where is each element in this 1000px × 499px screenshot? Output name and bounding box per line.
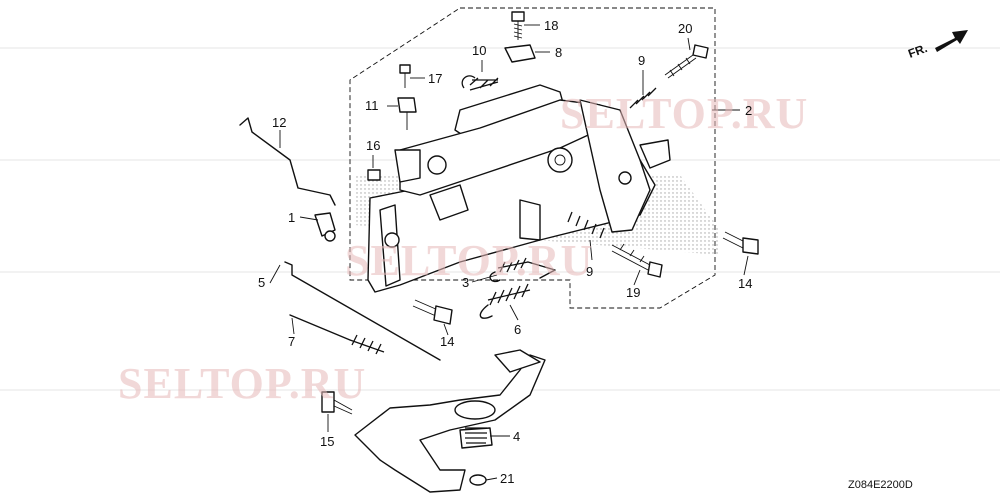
springs [289,75,657,444]
spring-9-lower [567,211,605,239]
spring-4 [465,427,487,444]
callout-9-upper: 9 [638,53,645,68]
watermark-text: SELTOP.RU [560,89,808,138]
nut-16 [367,169,381,181]
front-direction-indicator: FR. [906,30,968,61]
callout-5: 5 [258,275,265,290]
spring-6 [479,283,531,319]
callout-6: 6 [514,322,521,337]
callout-3: 3 [462,275,469,290]
callout-14-right: 14 [738,276,752,291]
diagram-code: Z084E2200D [848,479,913,491]
bolts [314,11,759,486]
callout-1: 1 [288,210,295,225]
nut-11 [397,97,417,130]
bolt-17 [399,64,411,88]
callout-7: 7 [288,334,295,349]
watermark-text: SELTOP.RU [345,236,593,285]
callout-8: 8 [555,45,562,60]
callout-4: 4 [513,429,520,444]
spring-7 [289,314,385,355]
callout-17: 17 [428,71,442,86]
callout-16: 16 [366,138,380,153]
spring-9-upper [629,87,657,109]
control-base-bracket [367,84,671,293]
leader-lines [269,24,749,481]
callout-20: 20 [678,21,692,36]
callout-19: 19 [626,285,640,300]
bolt-20 [664,44,709,79]
bolt-14-right [722,231,759,255]
rod-5 [284,261,441,361]
front-arrow-icon [935,30,968,52]
callout-11: 11 [365,98,379,113]
rod-12 [239,117,336,206]
callout-18: 18 [544,18,558,33]
callout-12: 12 [272,115,286,130]
rods [239,117,441,361]
clip-8 [504,44,536,63]
callout-14-left: 14 [440,334,454,349]
callout-labels: 2 1 3 4 5 6 7 8 9 9 10 11 12 14 14 15 16… [258,18,752,486]
watermarks: SELTOP.RU SELTOP.RU SELTOP.RU [118,89,808,408]
throttle-lever [354,349,546,493]
bolt-18 [511,11,525,40]
washer-21 [469,474,487,486]
spring-3 [489,257,556,283]
callout-9-lower: 9 [586,264,593,279]
callout-21: 21 [500,471,514,486]
callout-2: 2 [745,103,752,118]
bolt-15 [321,391,353,415]
callout-15: 15 [320,434,334,449]
bolt-19 [611,243,663,278]
watermark-text: SELTOP.RU [118,359,366,408]
callout-10: 10 [472,43,486,58]
clip-1 [314,212,336,242]
assembly-boundary [349,7,716,309]
bolt-14-left [412,299,453,325]
fr-label: FR. [906,41,929,61]
